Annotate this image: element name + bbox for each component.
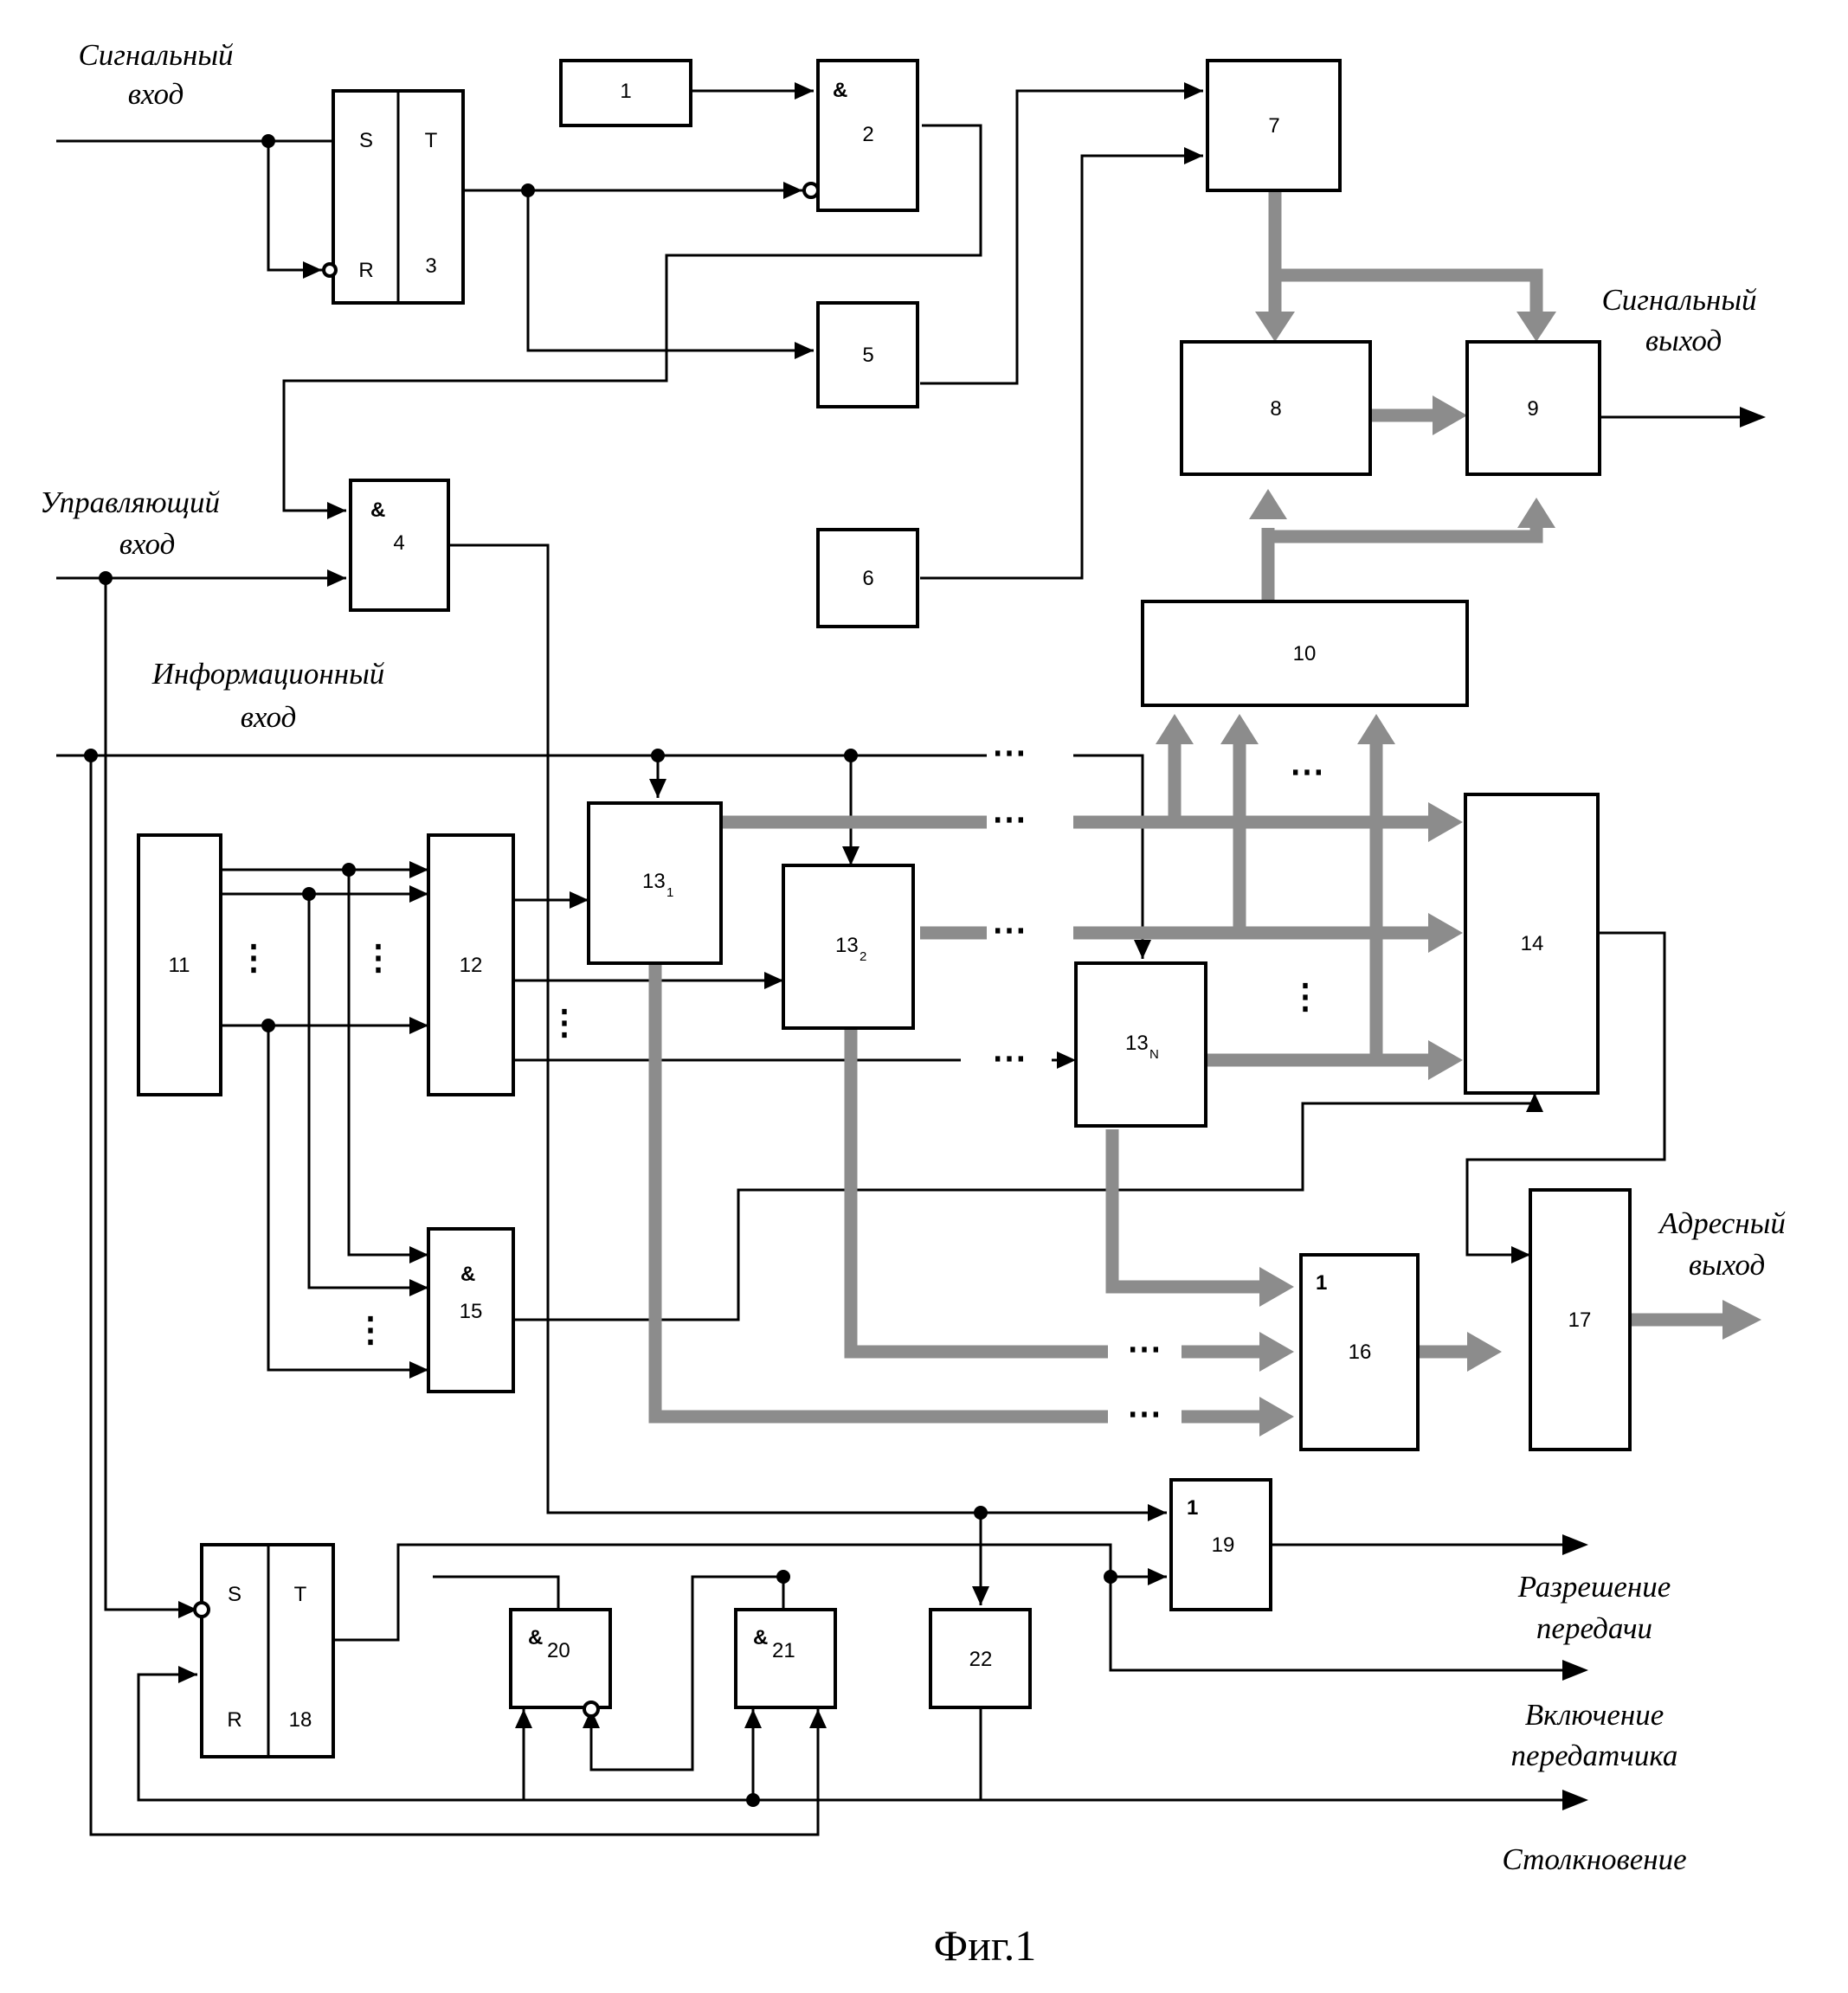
svg-text:4: 4 — [393, 531, 404, 555]
svg-text:13: 13 — [1125, 1032, 1149, 1055]
svg-text:⋮: ⋮ — [353, 1311, 388, 1349]
svg-text:10: 10 — [1293, 642, 1317, 665]
address-output-label: Адресный — [1658, 1206, 1786, 1240]
svg-text:1: 1 — [1316, 1271, 1327, 1295]
blocks — [138, 61, 1630, 1757]
svg-text:⋯: ⋯ — [1127, 1395, 1162, 1433]
svg-text:⋯: ⋯ — [992, 734, 1027, 772]
svg-text:5: 5 — [862, 344, 873, 367]
svg-text:⋮: ⋮ — [547, 1004, 582, 1042]
svg-text:8: 8 — [1270, 397, 1281, 421]
svg-text:20: 20 — [547, 1639, 570, 1662]
svg-text:11: 11 — [169, 954, 190, 977]
svg-text:выход: выход — [1645, 324, 1722, 357]
svg-text:18: 18 — [289, 1708, 312, 1732]
collision-label: Столкновение — [1502, 1842, 1686, 1876]
svg-text:14: 14 — [1521, 932, 1544, 955]
svg-text:T: T — [294, 1583, 307, 1606]
svg-text:&: & — [833, 79, 847, 102]
svg-text:13: 13 — [642, 870, 666, 893]
svg-text:&: & — [370, 498, 385, 522]
svg-text:22: 22 — [969, 1648, 993, 1671]
svg-text:1: 1 — [1187, 1496, 1198, 1520]
svg-text:⋯: ⋯ — [1290, 753, 1324, 791]
info-input-label: Информационный — [151, 657, 385, 691]
svg-text:13: 13 — [835, 934, 859, 957]
svg-text:T: T — [425, 129, 438, 152]
svg-text:21: 21 — [772, 1639, 795, 1662]
svg-text:⋮: ⋮ — [1288, 978, 1323, 1016]
svg-text:1: 1 — [666, 885, 673, 900]
svg-text:&: & — [460, 1263, 475, 1286]
svg-text:выход: выход — [1689, 1248, 1765, 1282]
svg-text:⋯: ⋯ — [992, 911, 1027, 949]
svg-text:17: 17 — [1568, 1308, 1592, 1332]
svg-text:⋯: ⋯ — [1127, 1330, 1162, 1368]
svg-text:2: 2 — [862, 123, 873, 146]
svg-text:S: S — [228, 1583, 241, 1606]
svg-text:2: 2 — [860, 949, 866, 964]
svg-text:передачи: передачи — [1536, 1611, 1652, 1645]
tx-enable-label: Разрешение — [1517, 1570, 1671, 1604]
svg-text:⋮: ⋮ — [361, 939, 396, 977]
svg-text:вход: вход — [128, 77, 184, 111]
svg-text:15: 15 — [460, 1300, 483, 1323]
svg-text:вход: вход — [119, 527, 176, 561]
svg-text:⋯: ⋯ — [992, 1039, 1027, 1077]
svg-text:&: & — [753, 1626, 768, 1649]
svg-text:6: 6 — [862, 567, 873, 590]
svg-text:передатчика: передатчика — [1511, 1739, 1678, 1772]
svg-text:16: 16 — [1349, 1340, 1372, 1364]
svg-text:S: S — [359, 129, 373, 152]
svg-text:12: 12 — [460, 954, 483, 977]
svg-text:9: 9 — [1527, 397, 1538, 421]
bus-arrows — [1156, 312, 1761, 1437]
svg-text:7: 7 — [1268, 114, 1279, 138]
tx-on-label: Включение — [1525, 1698, 1664, 1732]
svg-text:⋯: ⋯ — [992, 800, 1027, 839]
svg-text:&: & — [528, 1626, 543, 1649]
svg-text:N: N — [1149, 1047, 1159, 1062]
svg-text:3: 3 — [425, 254, 436, 278]
svg-text:R: R — [227, 1708, 241, 1732]
signal-output-label: Сигнальный — [1601, 283, 1757, 317]
svg-text:1: 1 — [620, 80, 631, 103]
svg-text:19: 19 — [1212, 1533, 1235, 1557]
svg-text:⋮: ⋮ — [236, 939, 271, 977]
signal-input-label: Сигнальный — [78, 38, 234, 72]
figure-caption: Фиг.1 — [934, 1921, 1037, 1970]
svg-text:вход: вход — [241, 700, 297, 734]
control-input-label: Управляющий — [40, 485, 220, 519]
svg-text:R: R — [358, 259, 373, 282]
